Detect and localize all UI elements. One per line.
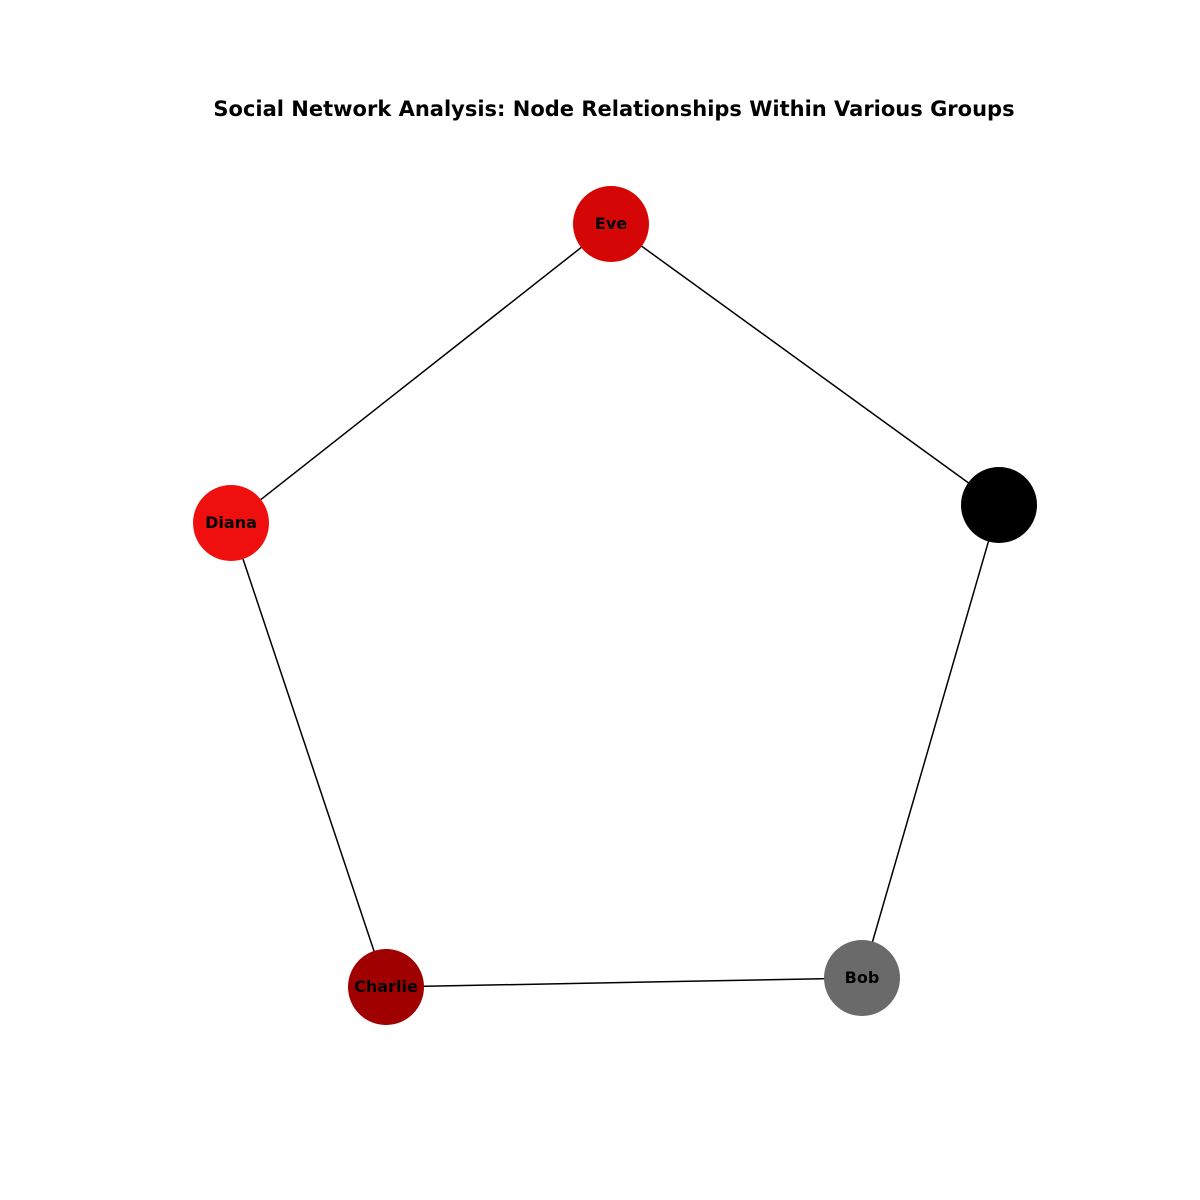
edge-diana-eve: [230, 223, 612, 524]
node-circle-charlie: [348, 949, 424, 1025]
node-eve: Eve: [573, 186, 649, 262]
node-circle-unlabeled: [961, 467, 1037, 543]
node-label-diana: Diana: [205, 513, 257, 532]
node-diana: Diana: [193, 485, 269, 561]
node-unlabeled: [961, 467, 1037, 543]
node-bob: Bob: [824, 940, 900, 1016]
node-charlie: Charlie: [348, 949, 424, 1025]
edge-charlie-diana: [230, 522, 387, 988]
node-label-charlie: Charlie: [354, 977, 418, 996]
node-label-bob: Bob: [845, 968, 880, 987]
edge-unlabeled-bob: [861, 504, 1000, 979]
diagram-title: Social Network Analysis: Node Relationsh…: [213, 97, 1014, 121]
edge-bob-charlie: [385, 977, 863, 988]
node-circle-bob: [824, 940, 900, 1016]
edge-eve-unlabeled: [610, 223, 1000, 506]
node-label-eve: Eve: [595, 214, 627, 233]
edges-layer: [230, 223, 1000, 988]
node-circle-eve: [573, 186, 649, 262]
node-circle-diana: [193, 485, 269, 561]
